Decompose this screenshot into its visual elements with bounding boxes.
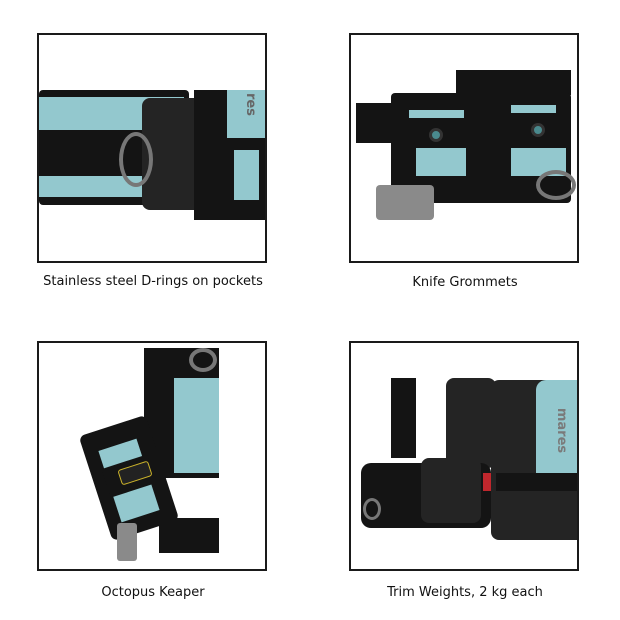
- backplate: [446, 378, 496, 468]
- bcd-lower-aqua: [234, 150, 259, 200]
- product-image-trim-weights: mares: [349, 341, 579, 571]
- octopus-clip-icon: [117, 523, 137, 561]
- d-ring-icon: [119, 132, 153, 187]
- trim-weight-pocket: [421, 458, 481, 523]
- side-strap: [356, 103, 396, 143]
- aqua-band-top-left: [409, 110, 464, 118]
- shoulder-strap: [456, 70, 571, 95]
- shoulder-strap: [391, 378, 416, 458]
- caption-octopus-keeper: Octopus Keaper: [101, 585, 205, 600]
- bcd-aqua-panel: [174, 378, 219, 473]
- product-image-knife-grommets: [349, 33, 579, 263]
- d-ring-icon: [189, 348, 217, 372]
- caption-trim-weights: Trim Weights, 2 kg each: [387, 585, 543, 600]
- brand-text: mares: [554, 407, 570, 454]
- product-image-octopus-keeper: [37, 341, 267, 571]
- d-ring-icon: [536, 170, 576, 200]
- product-image-d-rings: res: [37, 33, 267, 263]
- caption-d-rings: Stainless steel D-rings on pockets: [43, 274, 263, 289]
- knife-grommet-icon: [429, 128, 443, 142]
- buckle-icon: [376, 185, 434, 220]
- bladder-strap: [496, 473, 577, 491]
- d-ring-icon: [363, 498, 381, 520]
- bcd-aqua-panel: [227, 90, 265, 138]
- knife-grommet-icon: [531, 123, 545, 137]
- aqua-band-top-right: [501, 105, 556, 113]
- bladder-aqua-panel: [536, 380, 577, 475]
- waist-strap: [159, 518, 219, 553]
- center-strap: [466, 95, 511, 180]
- caption-knife-grommets: Knife Grommets: [412, 275, 518, 290]
- brand-text: res: [242, 93, 258, 116]
